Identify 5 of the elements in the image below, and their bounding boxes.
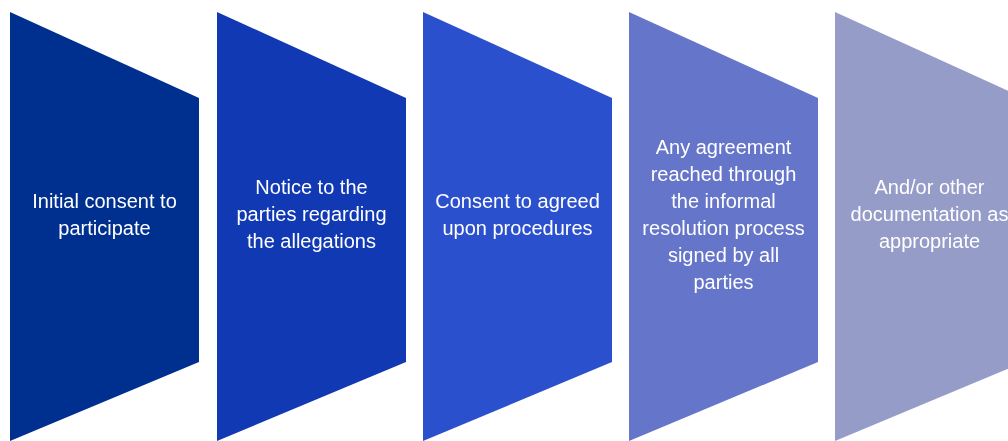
step-text: Any agreement reached through the informal resolution process signed by all parties bbox=[641, 134, 806, 295]
step-text: Consent to agreed upon procedures bbox=[434, 188, 601, 241]
step-text: Initial consent to participate bbox=[31, 188, 178, 241]
step-text: Notice to the parties regarding the allegations bbox=[235, 175, 388, 254]
step-text: And/or other documentation as appropriate bbox=[849, 175, 1008, 254]
